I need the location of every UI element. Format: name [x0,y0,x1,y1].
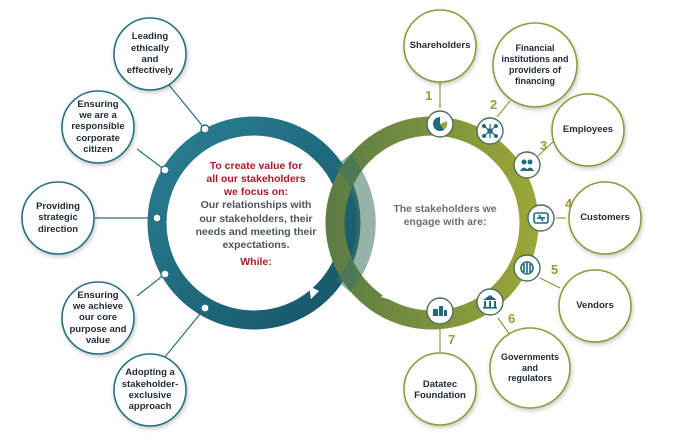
connector-stakeholder-3 [537,139,556,157]
stakeholder-label-5: Vendors [576,300,614,312]
stakeholder-number-2: 2 [490,97,498,112]
stakeholder-circle-1 [403,9,477,83]
focus-circle-1 [113,17,187,91]
left-hub-body-line2: our stakeholders, their [199,212,313,225]
stakeholder-label-3: Employees [562,124,614,136]
left-hub-body-line1: Our relationships with [200,199,312,212]
stakeholder-number-7: 7 [448,332,456,347]
right-hub-line2: engage with are: [403,216,487,229]
stakeholder-label-4: Customers [580,212,630,224]
focus-circle-3 [21,181,95,255]
icon-badge-3 [513,151,541,179]
stakeholder-number-1: 1 [425,88,433,103]
left-hub-while: While: [240,255,272,268]
stakeholder-circle-5 [558,269,632,343]
stakeholder-circle-4 [568,181,642,255]
foundation-icon [433,306,447,316]
stakeholder-circle-7 [403,352,477,426]
gear-icon [520,261,534,275]
connector-focus-5 [159,307,206,364]
stakeholder-number-4: 4 [565,196,573,211]
node-focus-1 [200,124,210,134]
pie-chart-icon [433,117,447,131]
connector-stakeholder-2 [496,100,511,118]
stakeholder-number-5: 5 [551,262,559,277]
left-ring [147,116,361,330]
stakeholder-number-3: 3 [540,138,548,153]
ring-overlap [335,153,376,293]
focus-circle-5 [113,353,187,427]
network-icon [481,123,498,138]
government-building-icon [483,295,497,309]
stakeholder-circle-3 [551,93,625,167]
right-ring-arrow [381,288,391,300]
left-hub-heading-line3: we focus on: [223,186,289,199]
connector-focus-4 [136,273,166,297]
node-focus-2 [160,165,170,175]
connector-focus-2 [136,148,166,171]
stakeholder-circle-6 [489,327,571,409]
stakeholder-number-6: 6 [508,311,516,326]
stakeholder-label-1: Shareholders [409,40,471,52]
focus-circle-4 [61,281,135,355]
connector-stakeholder-6 [497,317,511,336]
left-hub-body-line4: expectations. [222,238,290,251]
connector-stakeholder-5 [539,277,561,289]
left-ring-arrow [309,286,319,299]
node-focus-4 [160,269,170,279]
left-hub-body-line3: needs and meeting their [195,225,317,238]
people-icon [520,159,534,171]
node-focus-5 [200,303,210,313]
right-hub-text: The stakeholders we engage with are: [380,203,510,229]
left-hub-heading-line1: To create value for [209,160,303,172]
focus-circle-2 [61,90,135,164]
node-focus-3 [152,213,162,223]
left-hub-text: To create value for all our stakeholders… [186,160,326,269]
left-hub-heading-line2: all our stakeholders [206,173,306,186]
handshake-icon [533,212,549,224]
stakeholder-circle-2 [492,22,578,108]
right-hub-line1: The stakeholders we [393,203,497,215]
